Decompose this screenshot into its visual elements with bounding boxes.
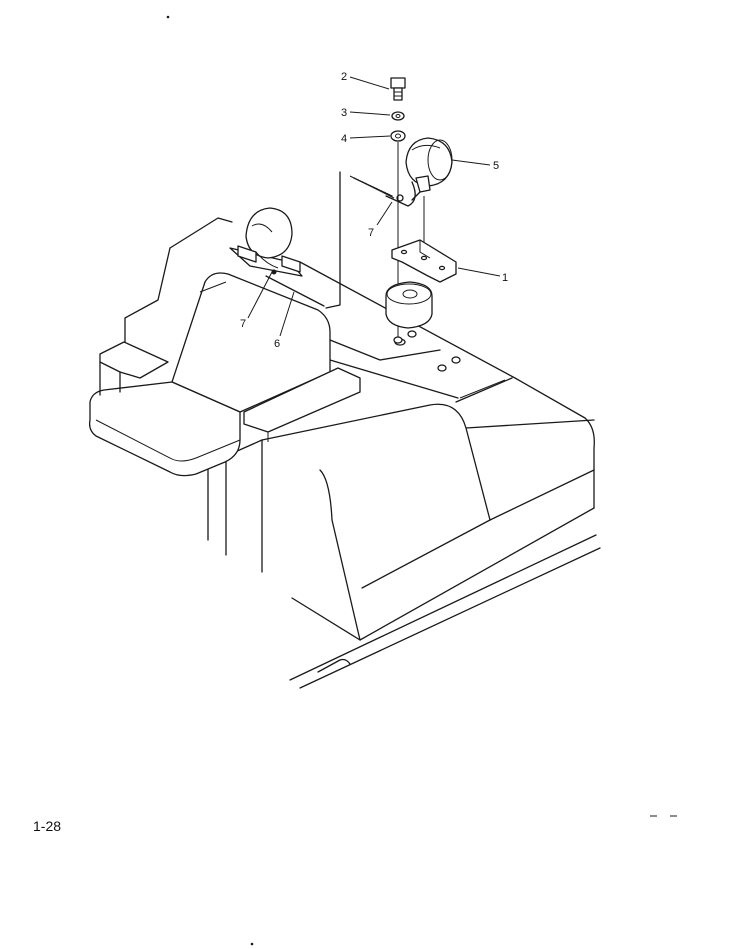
- callout-1: 1: [502, 272, 508, 284]
- callout-4: 4: [341, 133, 347, 145]
- page-number: 1-28: [33, 818, 62, 834]
- callout-6: 6: [274, 338, 280, 350]
- callout-7-left: 7: [240, 318, 246, 330]
- wiring-harness: [265, 171, 416, 309]
- scan-marks: [166, 15, 677, 946]
- callout-labels: 2 3 4 5 7 1 7 6: [240, 71, 508, 350]
- callout-5: 5: [493, 160, 499, 172]
- machine-body: [124, 217, 601, 689]
- callout-3: 3: [341, 107, 347, 119]
- left-work-lamp: [229, 207, 303, 277]
- callout-2: 2: [341, 71, 347, 83]
- callout-7-right: 7: [368, 227, 374, 239]
- right-work-lamp-assembly: [385, 77, 457, 344]
- leader-lines: [247, 76, 501, 337]
- operator-seat: [88, 272, 361, 477]
